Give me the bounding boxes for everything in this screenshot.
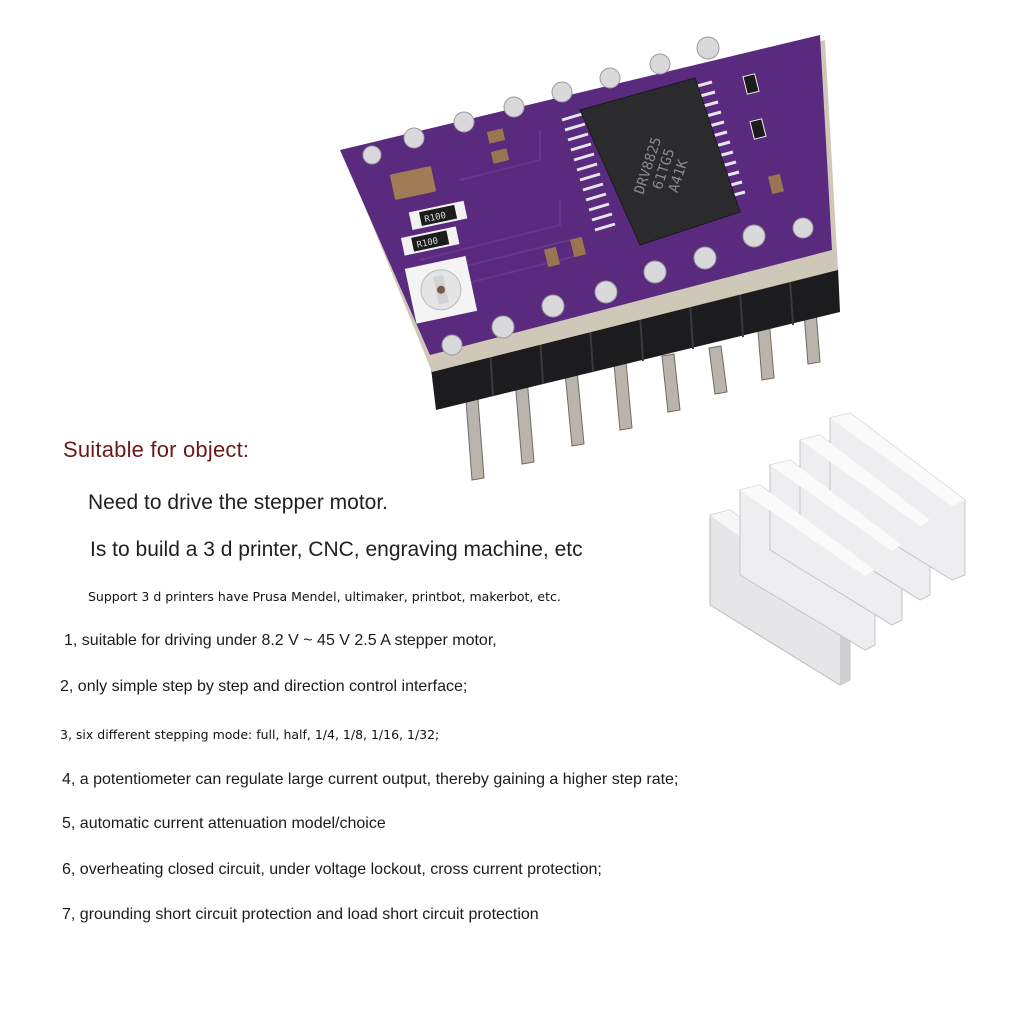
feature-item-4: 4, a potentiometer can regulate large cu… [62,771,679,788]
usage-line-2: Is to build a 3 d printer, CNC, engravin… [90,538,583,561]
resistor-label-1: R100 [424,211,447,225]
feature-item-5: 5, automatic current attenuation model/c… [62,815,386,832]
section-title: Suitable for object: [63,437,250,462]
feature-item-2: 2, only simple step by step and directio… [60,678,468,695]
feature-item-3: 3, six different stepping mode: full, ha… [60,727,440,742]
resistor-label-2: R100 [416,236,439,250]
usage-line-1: Need to drive the stepper motor. [88,491,388,514]
feature-item-6: 6, overheating closed circuit, under vol… [62,861,602,878]
stepper-driver-board-image: DRV8825 61TG5 A41K R100 R100 [340,35,840,481]
feature-item-1: 1, suitable for driving under 8.2 V ~ 45… [64,632,497,649]
feature-item-7: 7, grounding short circuit protection an… [62,906,539,923]
potentiometer [404,255,478,324]
heatsink-image [709,412,966,686]
support-note: Support 3 d printers have Prusa Mendel, … [88,589,561,604]
